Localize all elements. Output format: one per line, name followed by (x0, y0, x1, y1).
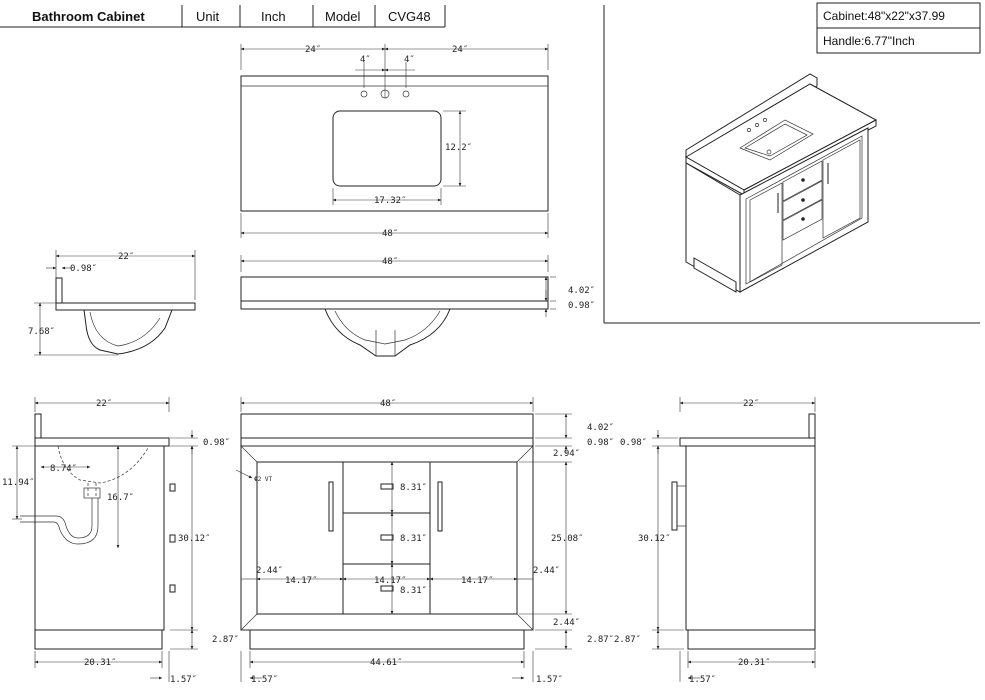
base-width-dim: 44.61″ (370, 658, 403, 668)
stile-right-dim: 2.44″ (533, 566, 560, 576)
drawer-width-dim: 14.17″ (374, 576, 407, 586)
countertop-side-view: 22″ 0.98″ 7.68″ (28, 250, 196, 356)
front-width-dim: 48″ (380, 399, 396, 409)
door-right-width-dim: 14.17″ (461, 576, 494, 586)
left-base-depth-dim: 20.31″ (84, 658, 117, 668)
frame-bottom-dim: 2.44″ (553, 618, 580, 628)
side-backsplash-dim: 0.98″ (70, 264, 97, 274)
front-backsplash-height-dim: 4.02″ (587, 423, 614, 433)
header-table: Bathroom Cabinet Unit Inch Model CVG48 (0, 5, 446, 28)
front-backsplash-dim: 4.02″ (568, 286, 595, 296)
sink-width-dim: 17.32″ (374, 196, 407, 206)
isometric-cabinet (685, 73, 878, 293)
top-half-left-dim: 24″ (305, 45, 321, 55)
hole-right-dim: 4″ (404, 55, 415, 65)
isometric-panel: Cabinet:48"x22"x37.99 Handle:6.77"Inch (603, 2, 981, 324)
left-depth-dim: 22″ (96, 399, 112, 409)
base-inset-right-dim: 1.57″ (536, 675, 563, 685)
left-toe-kick-dim: 2.87″ (212, 635, 239, 645)
front-top-thickness-dim: 0.98″ (568, 301, 595, 311)
right-toe-kick-dim: 2.87″ (614, 635, 641, 645)
right-base-depth-dim: 20.31″ (738, 658, 771, 668)
base-inset-left-dim: 1.57″ (251, 675, 278, 685)
side-depth-dim: 22″ (118, 252, 134, 262)
right-side-elevation: 22″ 0.98″ 30.12″ 2.87″ 20.31″ 1.57″ (614, 397, 816, 685)
unit-value: Inch (261, 9, 286, 24)
side-sink-height-dim: 7.68″ (28, 327, 55, 337)
right-base-inset-dim: 1.57″ (689, 675, 716, 685)
front-top-thick-dim: 0.98″ (587, 438, 614, 448)
right-depth-dim: 22″ (743, 399, 759, 409)
top-half-right-dim: 24″ (452, 45, 468, 55)
model-value: CVG48 (388, 9, 431, 24)
left-side-elevation: 22″ 11.94″ 8.74″ 16.7″ 0.98″ 30.12″ (2, 397, 239, 685)
drawer1-height-dim: 8.31″ (400, 483, 427, 493)
drawer3-height-dim: 8.31″ (400, 586, 427, 596)
sink-depth-dim: 12.2″ (445, 143, 472, 153)
stile-left-dim: 2.44″ (256, 566, 283, 576)
frame-top-dim: 2.94″ (553, 449, 580, 459)
front-top-width-dim: 48″ (382, 257, 398, 267)
left-body-height-dim: 30.12″ (178, 534, 211, 544)
front-toe-kick-dim: 2.87″ (587, 635, 614, 645)
vent-note: Φ2 VT (254, 476, 272, 483)
model-label: Model (325, 9, 361, 24)
door-left-width-dim: 14.17″ (285, 576, 318, 586)
product-title: Bathroom Cabinet (32, 9, 145, 24)
left-top-thickness-dim: 0.98″ (203, 438, 230, 448)
drain-depth-dim: 16.7″ (107, 493, 134, 503)
hole-left-dim: 4″ (360, 55, 371, 65)
countertop-top-view: 24″ 24″ 4″ 4″ 12.2″ 17.32″ 48″ (240, 44, 549, 239)
unit-label: Unit (196, 9, 220, 24)
drain-height-dim: 11.94″ (2, 478, 35, 488)
handle-spec: Handle:6.77"Inch (823, 34, 915, 48)
drain-offset-dim: 8.74″ (50, 464, 77, 474)
countertop-front-view: 48″ 4.02″ 0.98″ (240, 255, 595, 357)
left-base-inset-dim: 1.57″ (170, 675, 197, 685)
front-elevation: 48″ Φ2 VT 8.31″ 8.31″ 8.31″ (235, 397, 614, 685)
right-body-height-dim: 30.12″ (638, 534, 671, 544)
cabinet-spec: Cabinet:48"x22"x37.99 (823, 9, 945, 23)
front-body-height-dim: 25.08″ (551, 534, 584, 544)
right-top-thickness-dim: 0.98″ (620, 438, 647, 448)
drawer2-height-dim: 8.31″ (400, 534, 427, 544)
top-width-dim: 48″ (382, 229, 398, 239)
